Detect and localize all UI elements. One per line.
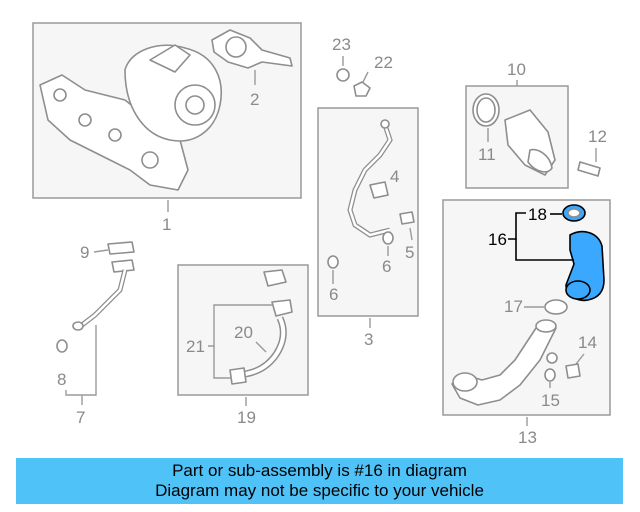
hose-16-end: [565, 280, 591, 300]
callout-17: 17: [504, 297, 523, 316]
connector-mid: [271, 299, 293, 317]
callout-15: 15: [541, 391, 560, 410]
actuator-can: [225, 36, 247, 58]
group-gasket-and-fitting: 23 22: [332, 35, 393, 97]
callout-19: 19: [237, 408, 256, 427]
clip-21: [229, 367, 247, 385]
callout-12: 12: [588, 127, 607, 146]
bolt-14: [565, 363, 581, 379]
group-vacuum-hose: 20 21 19: [177, 264, 309, 427]
banjo-bolt-5: [399, 211, 415, 225]
callout-18: 18: [528, 205, 547, 224]
callout-1: 1: [162, 215, 171, 234]
callout-20: 20: [234, 323, 253, 342]
group-inlet-boot: 10 11 12: [465, 60, 607, 189]
callout-10: 10: [507, 60, 526, 79]
boot-bellows: [527, 148, 553, 173]
connector-top: [263, 269, 287, 287]
callout-6a: 6: [382, 257, 391, 276]
callout-14: 14: [578, 333, 597, 352]
manifold-port: [141, 151, 159, 169]
washer-6a: [382, 231, 394, 245]
callout-8: 8: [57, 370, 66, 389]
pipe-outlet: [452, 372, 478, 392]
callout-22: 22: [374, 53, 393, 72]
manifold-port: [53, 88, 67, 102]
callout-5: 5: [405, 243, 414, 262]
turbo-outlet: [149, 44, 191, 73]
info-banner: Part or sub-assembly is #16 in diagram D…: [16, 458, 623, 504]
flange: [111, 259, 135, 273]
compressor-hub: [185, 95, 205, 115]
banner-disclaimer-line: Diagram may not be specific to your vehi…: [155, 481, 484, 500]
gasket-9: [107, 241, 135, 255]
return-pipe: [80, 269, 128, 327]
manifold-port: [78, 113, 92, 127]
callout-4: 4: [390, 167, 399, 186]
group-return-line: 9 8 7: [56, 241, 135, 427]
banner-part-line: Part or sub-assembly is #16 in diagram: [172, 461, 467, 480]
o-ring-23: [336, 68, 350, 82]
callout-2: 2: [250, 90, 259, 109]
group-intercooler-pipe: 16 18 17 14 15 13: [442, 199, 611, 447]
callout-6b: 6: [329, 285, 338, 304]
bolt-12: [577, 161, 601, 177]
clamp-17: [544, 299, 568, 315]
callout-13: 13: [518, 428, 537, 447]
group-oil-line: 4 5 6 6 3: [317, 107, 419, 349]
pipe-inlet: [535, 319, 557, 333]
group-turbocharger: 1 2: [32, 22, 302, 234]
callout-7: 7: [76, 408, 85, 427]
clamp-18-inner: [567, 208, 581, 218]
callout-16: 16: [488, 230, 507, 249]
o-ring-inner: [476, 97, 496, 123]
callout-3: 3: [364, 330, 373, 349]
fitting-22: [353, 81, 371, 97]
pipe-end: [72, 321, 84, 331]
banjo-fitting: [380, 119, 390, 129]
bracket-4: [369, 181, 389, 199]
callout-9: 9: [80, 243, 89, 262]
washer-15: [544, 368, 556, 382]
washer-8: [56, 339, 68, 353]
callout-23: 23: [332, 35, 351, 54]
manifold-port: [108, 128, 122, 142]
callout-11: 11: [478, 145, 496, 164]
intercooler-pipe: [451, 324, 557, 406]
washer-6b: [327, 255, 339, 269]
callout-21: 21: [186, 337, 205, 356]
washer-15b: [546, 352, 558, 364]
group-3-box: [317, 107, 419, 317]
